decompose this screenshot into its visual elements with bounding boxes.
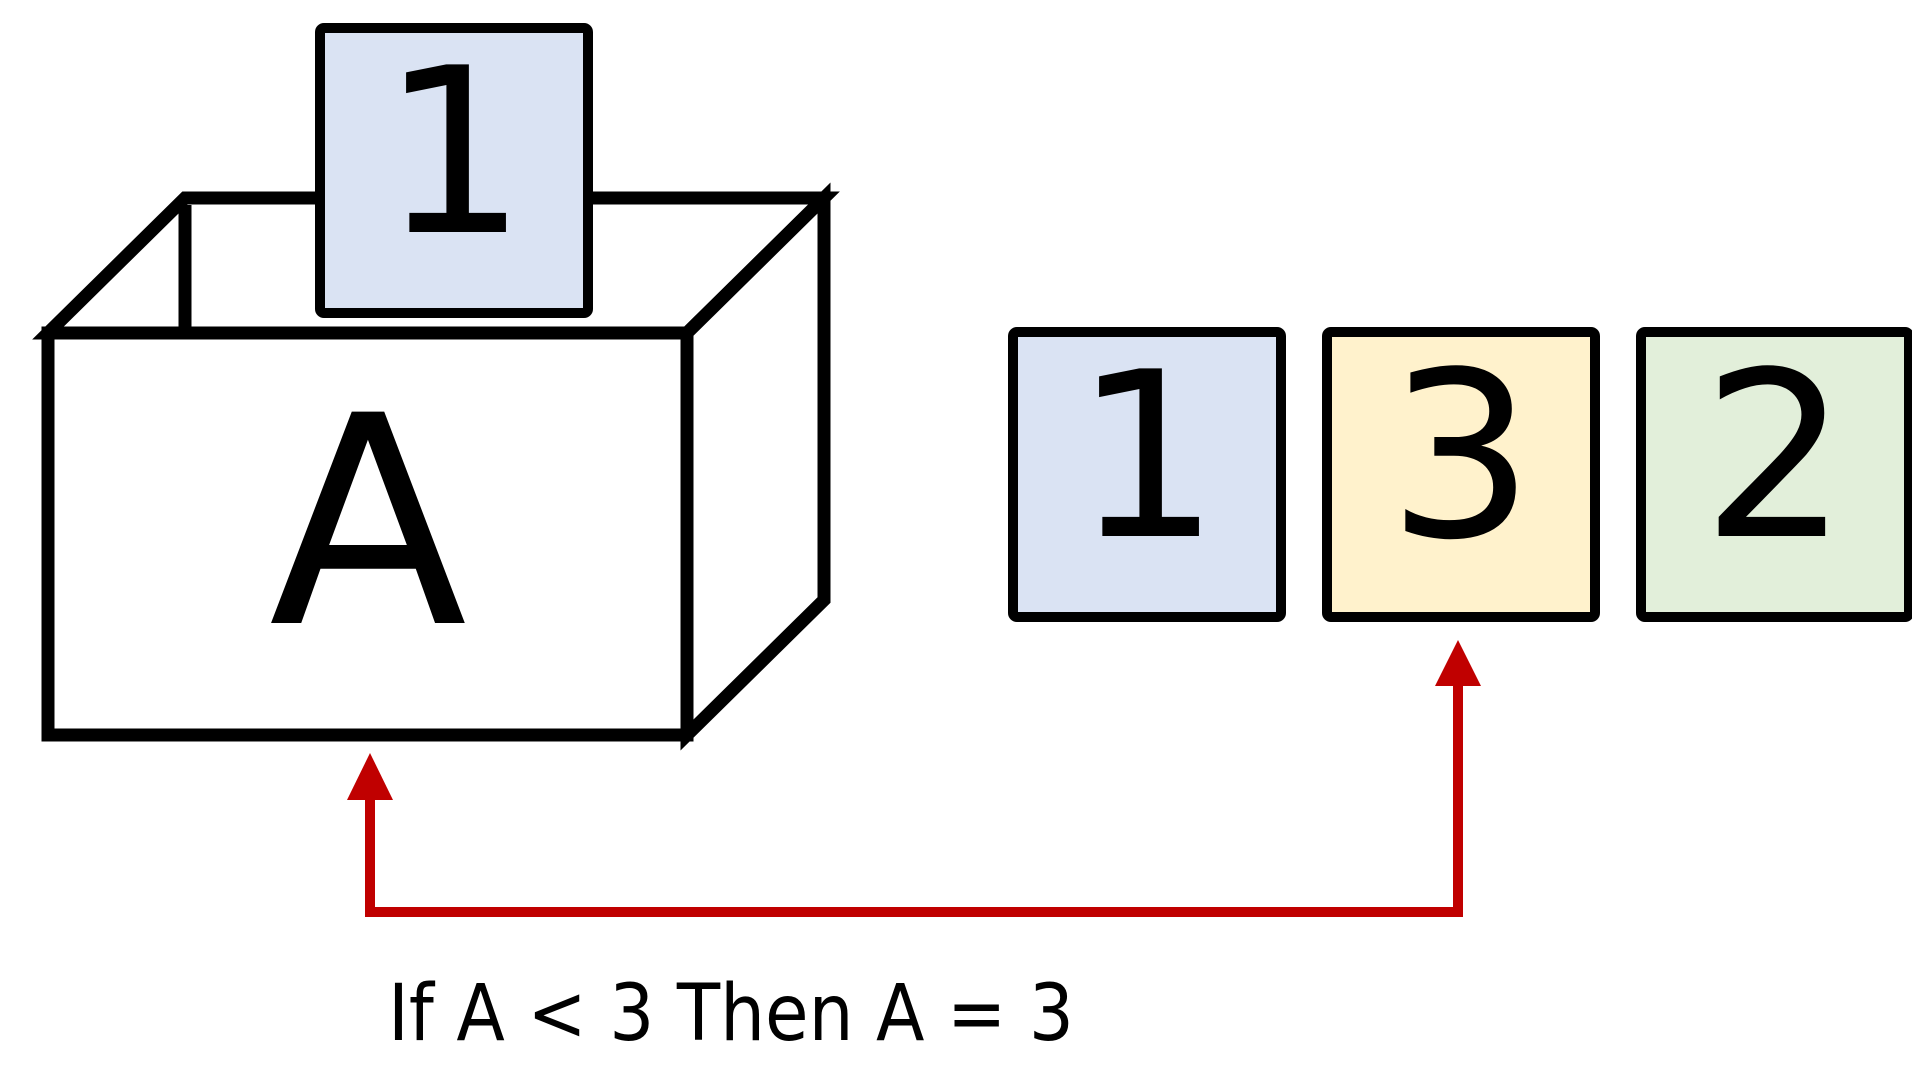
card-2-value: 3: [1388, 324, 1534, 591]
card-2-rect: [1322, 327, 1600, 622]
box-label: A: [269, 355, 468, 692]
inserted-card: 1: [315, 20, 593, 318]
arrowhead-left-icon: [347, 753, 393, 800]
comparison-arrow: [347, 640, 1481, 917]
box-front-face: [41, 326, 694, 742]
inserted-card-rect: [315, 23, 593, 318]
arrow-line: [365, 683, 1463, 917]
inserted-card-value: 1: [381, 20, 527, 287]
box-a: A: [32, 182, 840, 751]
card-row: 1 3 2: [1008, 324, 1912, 622]
card-1-value: 1: [1074, 324, 1220, 591]
condition-caption: If A < 3 Then A = 3: [388, 969, 1074, 1059]
card-3-rect: [1636, 327, 1912, 622]
card-3-value: 2: [1702, 324, 1848, 591]
card-1-rect: [1008, 327, 1286, 622]
arrowhead-right-icon: [1435, 640, 1481, 686]
